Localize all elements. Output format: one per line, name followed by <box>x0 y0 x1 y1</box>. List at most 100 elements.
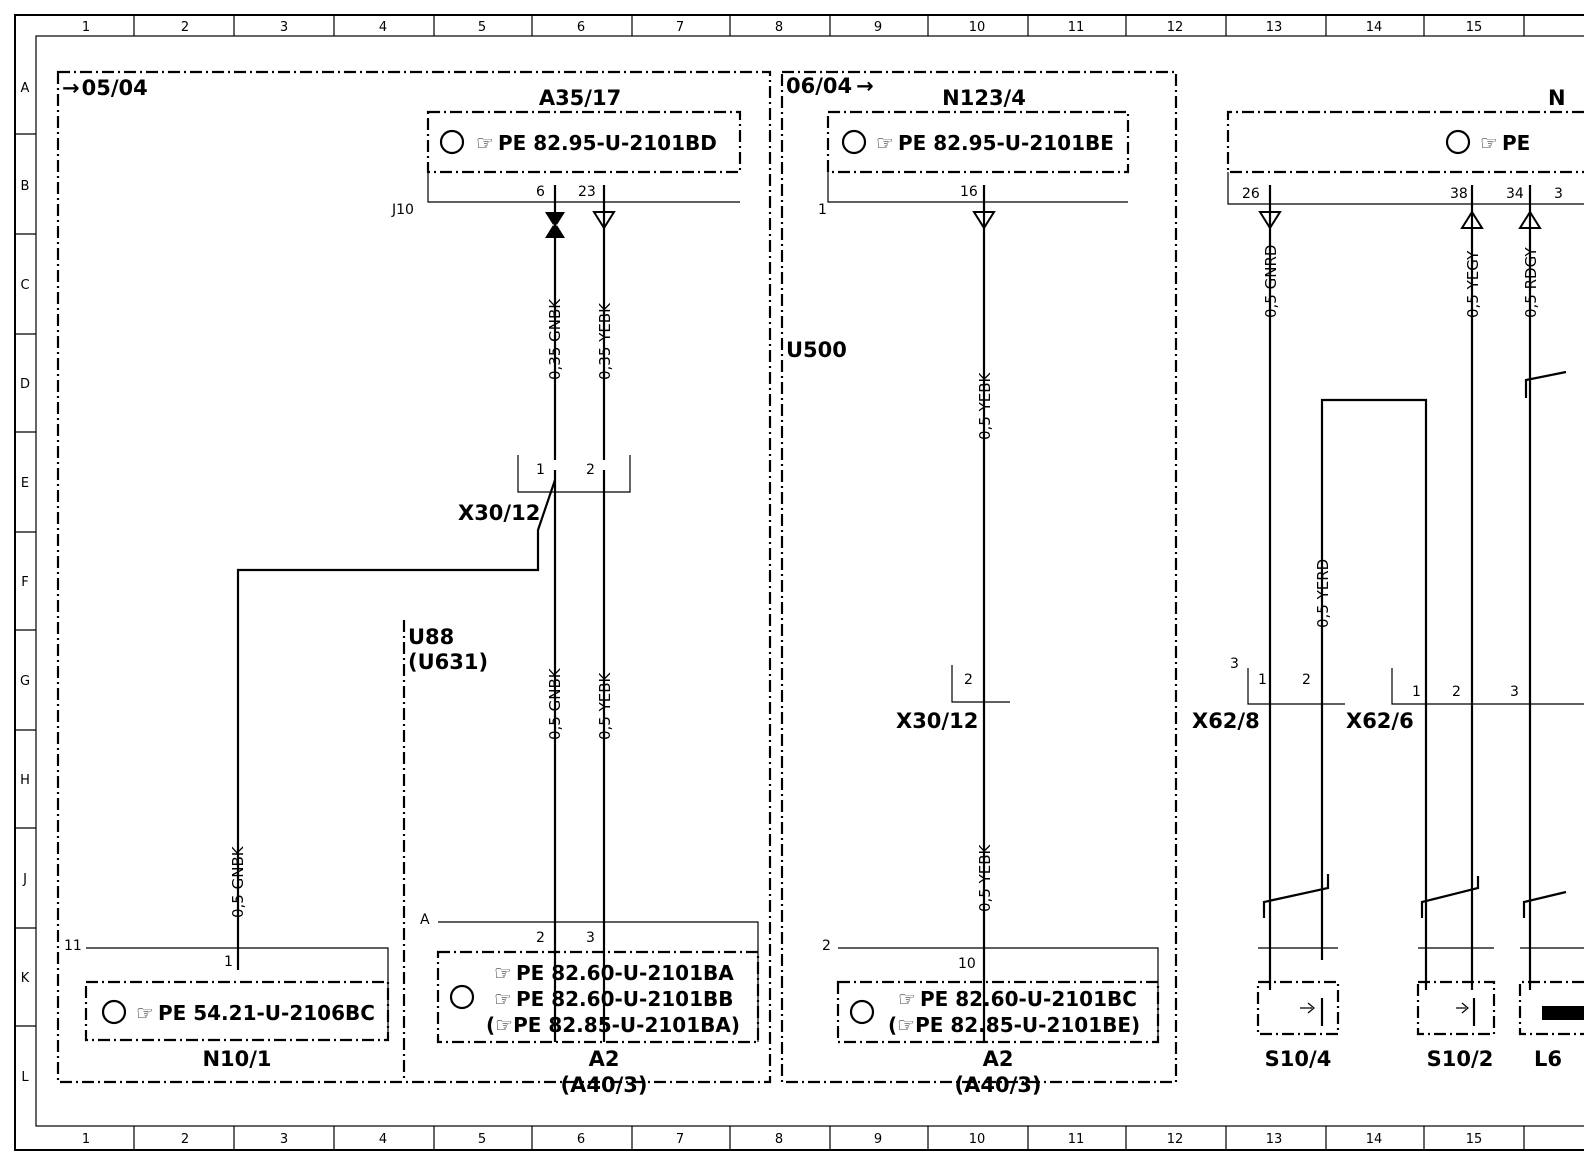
component-name: A2 <box>589 1047 620 1071</box>
component-name: A35/17 <box>539 86 621 110</box>
col-label: 1 <box>82 20 90 35</box>
col-label: 9 <box>874 20 882 35</box>
tag-j10: J10 <box>391 202 414 218</box>
hand-pointer-icon: ☞ <box>136 1001 154 1025</box>
svg-text:3: 3 <box>1554 186 1563 202</box>
svg-text:34: 34 <box>1506 186 1524 202</box>
svg-text:16: 16 <box>960 184 978 200</box>
svg-text:11: 11 <box>64 938 82 954</box>
wire-yerd <box>1320 398 1428 990</box>
pin-6: 6 <box>536 184 545 200</box>
component-a2-left: A 2 3 ☞PE 82.60-U-2101BA ☞PE 82.60-U-210… <box>420 912 760 1097</box>
svg-text:☞PE 82.60-U-2101BB: ☞PE 82.60-U-2101BB <box>494 987 733 1011</box>
transistor-icon <box>449 984 475 1010</box>
col-label: 3 <box>280 1132 288 1147</box>
sensor-l6: L6 <box>1518 947 1584 1071</box>
connector-x30-12-left: 1 2 X30/12 <box>458 455 631 525</box>
row-label: C <box>20 278 29 293</box>
pin-23: 23 <box>578 184 596 200</box>
top-grid <box>133 15 1525 36</box>
col-label: 11 <box>1068 20 1085 35</box>
transistor-icon <box>1445 129 1471 155</box>
connector-x62-6: 1 2 3 X62/6 <box>1346 668 1584 733</box>
component-name: N10/1 <box>202 1047 271 1071</box>
row-label: L <box>21 1070 29 1085</box>
svg-text:X30/12: X30/12 <box>458 501 540 525</box>
wire-gnbk-n10 <box>236 479 557 970</box>
col-label: 14 <box>1366 20 1383 35</box>
wire-label: 0,5 YEGY <box>1464 250 1482 318</box>
svg-text:2: 2 <box>822 938 831 954</box>
inner-frame <box>35 35 1584 1127</box>
svg-text:☞PE 54.21-U-2106BC: ☞PE 54.21-U-2106BC <box>136 1001 375 1025</box>
component-a35-17: A35/17 ☞PE 82.95-U-2101BD J10 6 23 <box>391 86 742 218</box>
svg-text:38: 38 <box>1450 186 1468 202</box>
row-label: F <box>21 575 28 590</box>
col-label: 15 <box>1466 1132 1483 1147</box>
svg-text:☞PE 82.60-U-2101BA: ☞PE 82.60-U-2101BA <box>494 961 734 985</box>
component-name: N123/4 <box>942 86 1026 110</box>
row-label: A <box>21 81 30 96</box>
region-label-u500: U500 <box>786 338 847 362</box>
col-label: 1 <box>82 1132 90 1147</box>
col-label: 7 <box>676 1132 684 1147</box>
col-label: 13 <box>1266 1132 1283 1147</box>
svg-text:2: 2 <box>1302 672 1311 688</box>
wire-label: 0,5 YEBK <box>596 671 614 740</box>
wire-label: 0,5 YEBK <box>976 371 994 440</box>
transistor-icon <box>439 129 465 155</box>
outer-frame <box>14 14 1584 1151</box>
col-label: 15 <box>1466 20 1483 35</box>
switch-s10-4: S10/4 <box>1256 947 1340 1071</box>
svg-text:2: 2 <box>586 462 595 478</box>
up-arrow-icon <box>1518 210 1542 229</box>
region-left-boundary <box>56 70 772 1084</box>
left-grid <box>15 133 36 1027</box>
svg-text:☞PE 82.95-U-2101BE: ☞PE 82.95-U-2101BE <box>876 131 1114 155</box>
svg-text:☞PE 82.60-U-2101BC: ☞PE 82.60-U-2101BC <box>898 987 1137 1011</box>
svg-text:(☞PE 82.85-U-2101BA): (☞PE 82.85-U-2101BA) <box>486 1013 740 1037</box>
wire-label: 0,35 YEBK <box>596 302 614 380</box>
pe-reference: ☞PE 82.95-U-2101BD <box>476 131 717 155</box>
svg-text:(☞PE 82.85-U-2101BE): (☞PE 82.85-U-2101BE) <box>888 1013 1140 1037</box>
svg-text:3: 3 <box>1230 656 1239 672</box>
wire-label: 0,5 GNBK <box>229 845 247 918</box>
row-label: E <box>21 476 29 491</box>
row-label: B <box>21 179 30 194</box>
hand-pointer-icon: ☞ <box>476 131 494 155</box>
wire-label: 0,5 YEBK <box>976 843 994 912</box>
svg-text:1: 1 <box>1258 672 1267 688</box>
svg-text:☞PE: ☞PE <box>1480 131 1530 155</box>
component-a2-mid: 2 10 ☞PE 82.60-U-2101BC (☞PE 82.85-U-210… <box>822 938 1160 1097</box>
transistor-icon <box>841 129 867 155</box>
col-label: 12 <box>1167 1132 1184 1147</box>
hand-pointer-icon: ☞ <box>1480 131 1498 155</box>
down-arrow-icon <box>1258 211 1282 230</box>
col-label: 10 <box>969 1132 986 1147</box>
col-label: 12 <box>1167 20 1184 35</box>
col-label: 14 <box>1366 1132 1383 1147</box>
hand-pointer-icon: ☞ <box>494 987 512 1011</box>
region-mid-boundary <box>780 70 1178 1084</box>
row-label: G <box>20 674 30 689</box>
row-label: D <box>20 377 30 392</box>
svg-text:L6: L6 <box>1534 1047 1562 1071</box>
svg-text:1: 1 <box>818 202 827 218</box>
col-label: 8 <box>775 1132 783 1147</box>
col-label: 7 <box>676 20 684 35</box>
transistor-icon <box>849 999 875 1025</box>
down-arrow-icon <box>972 211 996 230</box>
component-n-right: N ☞PE 26 38 34 3 <box>1226 86 1584 205</box>
svg-text:10: 10 <box>958 956 976 972</box>
transistor-icon <box>101 999 127 1025</box>
component-name: A2 <box>983 1047 1014 1071</box>
bottom-grid <box>133 1126 1525 1150</box>
col-label: 8 <box>775 20 783 35</box>
svg-text:1: 1 <box>536 462 545 478</box>
hand-pointer-icon: ☞ <box>876 131 894 155</box>
component-n123-4: N123/4 ☞PE 82.95-U-2101BE 1 16 <box>818 86 1130 218</box>
component-box <box>426 110 742 174</box>
col-label: 4 <box>379 20 387 35</box>
region-label-u631: (U631) <box>408 650 488 674</box>
component-sub: (A40/3) <box>955 1073 1042 1097</box>
